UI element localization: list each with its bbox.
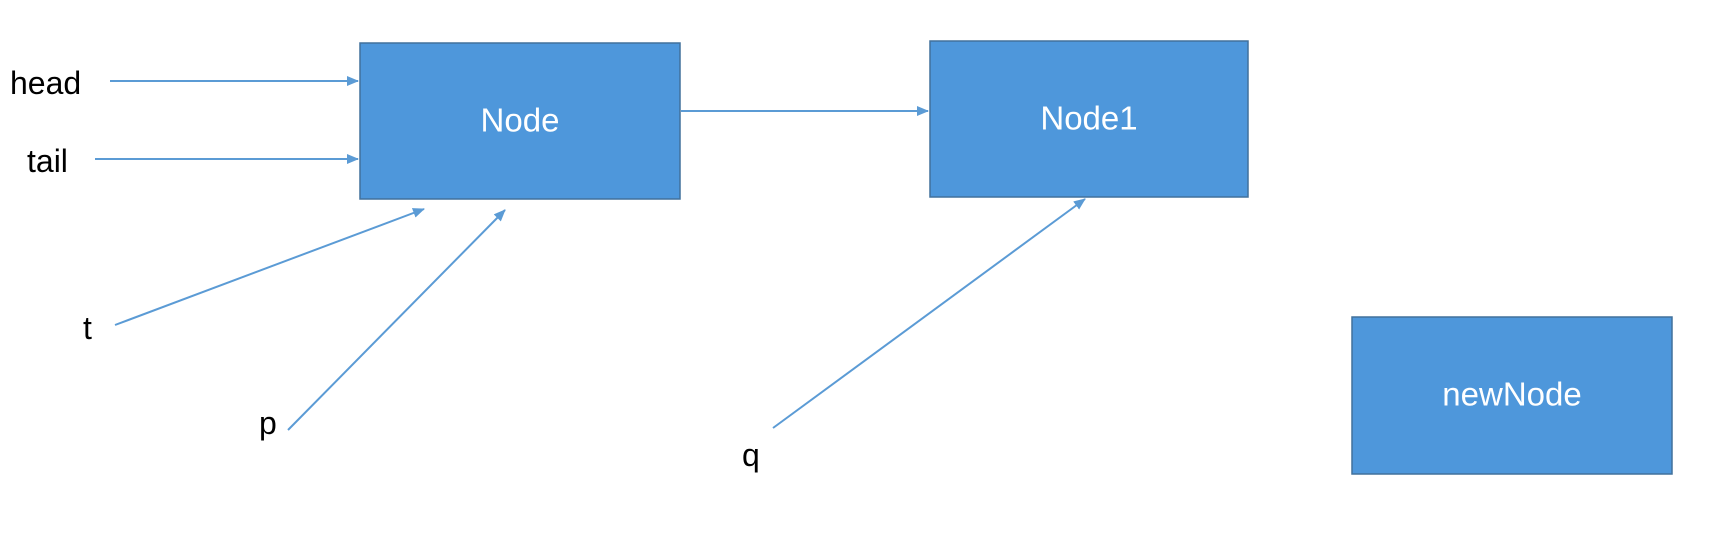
node1-box: Node1 — [929, 40, 1249, 198]
new-node-label: newNode — [1442, 376, 1581, 413]
node-box: Node — [359, 42, 681, 200]
p-arrow — [287, 209, 506, 431]
p-label: p — [259, 405, 277, 441]
t-arrow — [114, 208, 425, 326]
head-label: head — [10, 65, 81, 101]
new-node-box: newNode — [1351, 316, 1673, 475]
q-label: q — [742, 437, 760, 473]
node-label: Node — [481, 102, 560, 139]
node1-label: Node1 — [1040, 100, 1137, 137]
tail-label: tail — [27, 143, 68, 179]
q-arrow — [772, 198, 1086, 429]
t-label: t — [83, 310, 92, 346]
